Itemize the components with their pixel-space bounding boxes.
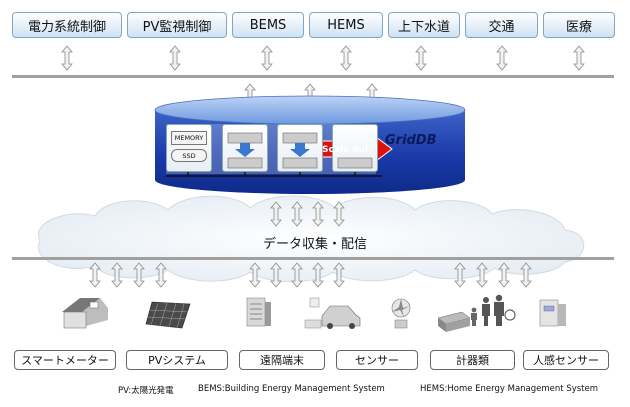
server-node-3 [332,124,378,172]
system-power-grid: 電力系統制御 [12,12,122,38]
memory-ssd-node: MEMORY SSD [166,124,212,172]
device-sensor: センサー [336,350,418,370]
car-and-terminal-icon [304,297,361,329]
data-cloud [37,195,585,283]
lower-bus-line [12,257,614,260]
server-node-icon [337,157,373,169]
system-medical: 医療 [543,12,615,38]
people-icon [471,294,516,326]
meter-device-icon [437,311,471,332]
upper-bus-line [12,75,614,78]
solar-panel-icon [145,301,191,329]
house-icon [62,298,108,329]
scale-out-label: Scale out [322,145,370,155]
footnote-pv: PV:太陽光発電 [118,386,174,396]
server-node-icon [227,132,263,169]
device-smart-meter: スマートメーター [14,350,116,370]
ssd-chip: SSD [171,149,207,162]
system-water: 上下水道 [388,12,460,38]
device-remote-terminal: 遠隔端末 [239,350,325,370]
system-traffic: 交通 [465,12,538,38]
motion-sensor-icon [539,299,566,327]
data-collection-label: データ収集・配信 [262,237,367,252]
server-node-icon [282,132,318,169]
footnote-bems: BEMS:Building Energy Management System [198,384,385,394]
griddb-logo-text: GridDB [385,133,437,148]
sensor-fan-icon [391,298,411,329]
building-icon [246,297,271,327]
system-bems: BEMS [232,12,304,38]
server-node-1 [222,124,268,172]
device-pv-system: PVシステム [126,350,228,370]
top-arrows [61,45,585,71]
footnote-hems: HEMS:Home Energy Management System [420,384,599,394]
system-hems: HEMS [309,12,383,38]
device-motion-sensor: 人感センサー [523,350,609,370]
system-pv-monitoring: PV監視制御 [127,12,227,38]
device-instruments: 計器類 [430,350,515,370]
server-node-2 [277,124,323,172]
memory-chip: MEMORY [171,131,207,145]
